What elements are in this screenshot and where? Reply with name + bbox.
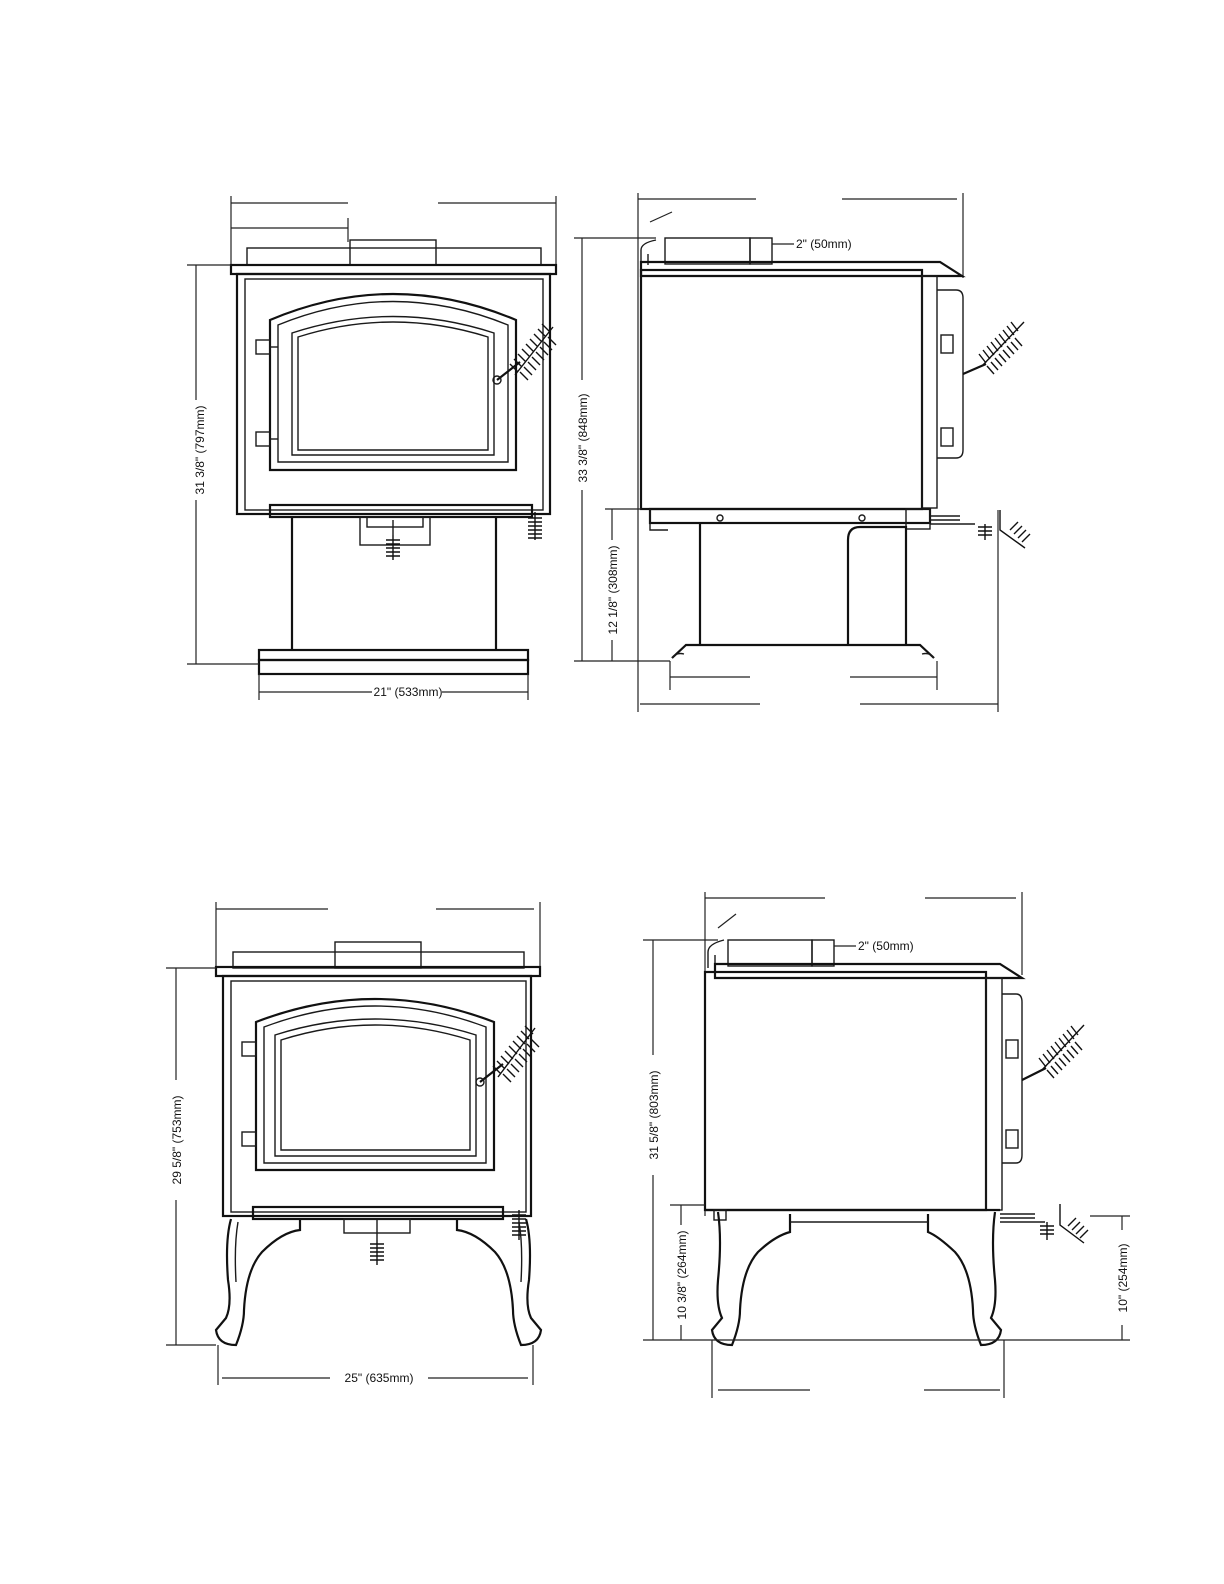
stove-a-side-height-label: 33 3/8" (848mm): [576, 394, 590, 483]
stove-b-side-height-label: 31 5/8" (803mm): [647, 1071, 661, 1160]
stove-a-front-height-label: 31 3/8" (797mm): [193, 406, 207, 495]
stove-b-side-rear-label: 10" (254mm): [1116, 1244, 1130, 1313]
stove-a-side-pedestal-label: 12 1/8" (308mm): [606, 546, 620, 635]
stove-a-front-width-label: 21" (533mm): [374, 685, 443, 699]
stove-a-side-view: [574, 193, 1030, 712]
stove-b-front-height-label: 29 5/8" (753mm): [170, 1096, 184, 1185]
stove-b-side-flue-label: 2" (50mm): [858, 939, 914, 953]
stove-b-front-width-label: 25" (635mm): [345, 1371, 414, 1385]
stove-b-side-leg-label: 10 3/8" (264mm): [675, 1231, 689, 1320]
stove-a-side-flue-label: 2" (50mm): [796, 237, 852, 251]
stove-b-side-view: [643, 892, 1130, 1398]
stove-a-front-view: [187, 196, 556, 700]
stove-b-front-view: [166, 902, 541, 1385]
